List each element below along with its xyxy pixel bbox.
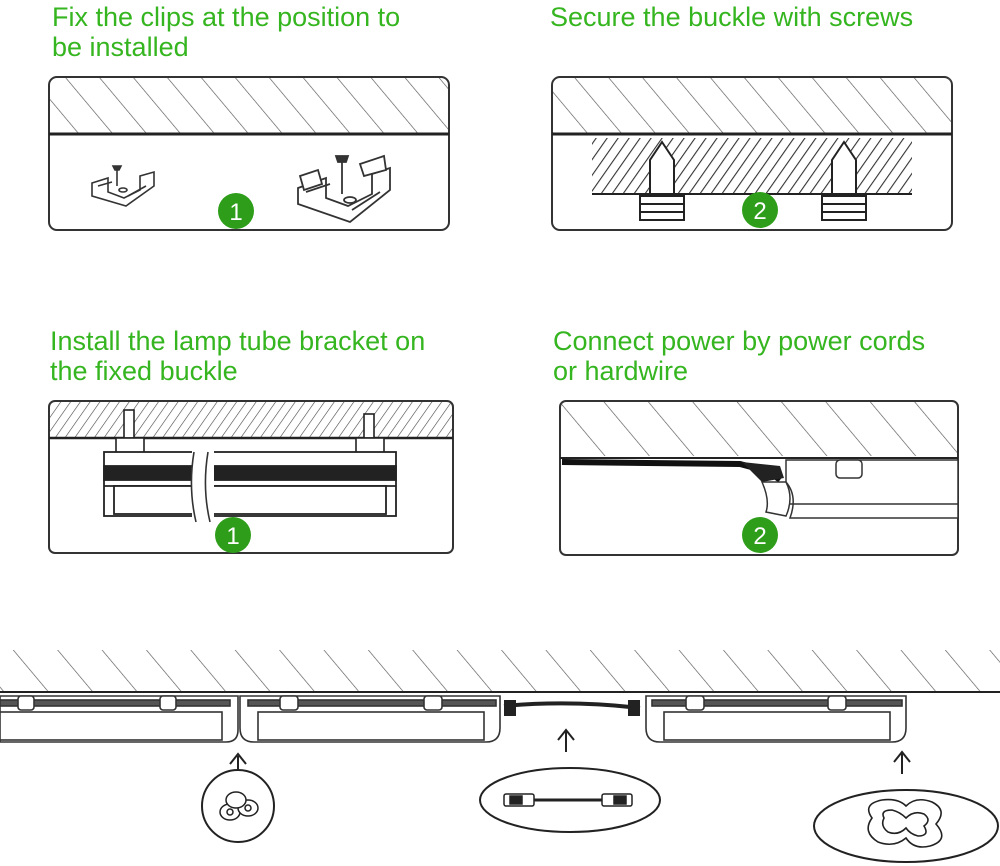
- power-cord-icon: [503, 793, 633, 807]
- bottom-assembly: [0, 650, 1000, 863]
- tube-1: [0, 695, 239, 743]
- lamp-tube: [103, 451, 397, 517]
- step4-caption-line1: Connect power by power cords: [553, 326, 926, 356]
- tube-2: [239, 695, 501, 743]
- bracket-right-icon: [355, 413, 385, 455]
- step3-caption-line2: the fixed buckle: [50, 356, 238, 386]
- arrow-up-icon: [229, 728, 911, 776]
- step3-caption: Install the lamp tube bracket on the fix…: [50, 326, 425, 386]
- bracket-left-icon: [115, 409, 145, 455]
- connector-icon: [219, 791, 259, 821]
- step1-badge-text: 1: [229, 199, 242, 226]
- step2-caption: Secure the buckle with screws: [550, 2, 913, 32]
- step2-badge-text: 2: [753, 198, 766, 225]
- step3-panel: 1: [48, 400, 454, 554]
- connector-callout: [201, 769, 275, 843]
- step2-badge: 2: [742, 192, 778, 228]
- clip-large-icon: [297, 154, 391, 224]
- step4-badge: 2: [742, 517, 778, 553]
- step1-caption-line2: be installed: [52, 32, 189, 62]
- step2-caption-line1: Secure the buckle with screws: [550, 2, 914, 32]
- clip-icon: [91, 165, 155, 207]
- step3-badge-text: 1: [226, 523, 239, 550]
- screw-right-icon: [821, 140, 867, 221]
- step4-panel: 2: [559, 400, 959, 556]
- step1-badge: 1: [218, 193, 254, 229]
- step2-panel: 2: [551, 76, 953, 231]
- step1-caption: Fix the clips at the position to be inst…: [52, 2, 400, 62]
- screw-left-icon: [639, 140, 685, 221]
- tube-3: [645, 695, 907, 743]
- step1-panel: 1: [48, 76, 450, 231]
- tube-end: [760, 459, 959, 519]
- step3-caption-line1: Install the lamp tube bracket on: [50, 326, 426, 356]
- step1-caption-line1: Fix the clips at the position to: [52, 2, 401, 32]
- end-cap-callout: [813, 789, 999, 863]
- power-cord-callout: [479, 767, 661, 833]
- step4-badge-text: 2: [753, 523, 766, 550]
- step4-caption-line2: or hardwire: [553, 356, 689, 386]
- end-cap-icon: [867, 798, 943, 848]
- step4-caption: Connect power by power cords or hardwire: [553, 326, 925, 386]
- step3-badge: 1: [215, 517, 251, 553]
